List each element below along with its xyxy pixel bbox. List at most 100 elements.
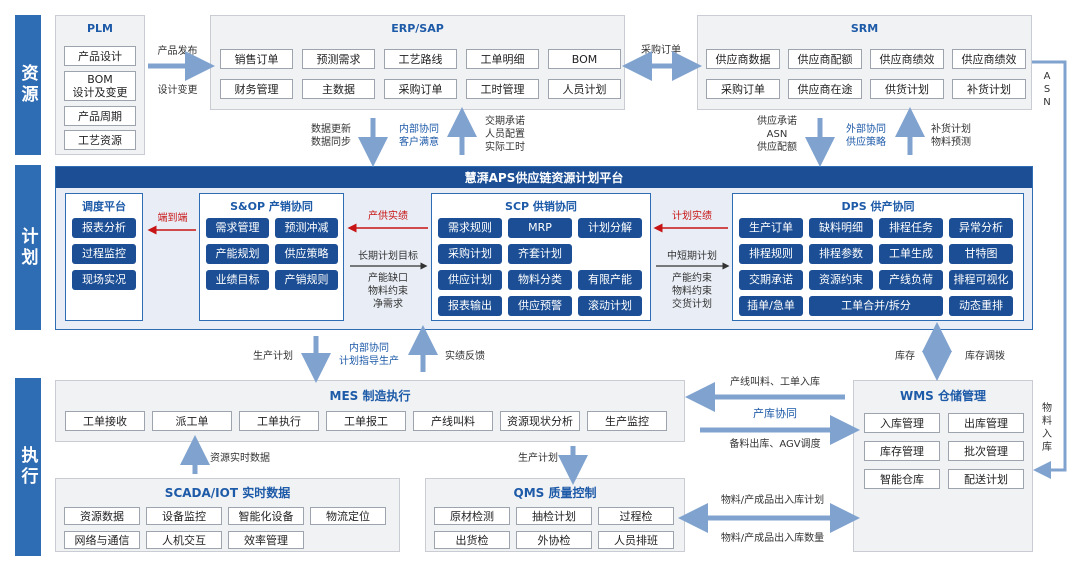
qms-item: 外协检	[516, 531, 592, 549]
label-plan-guides-production: 内部协同 计划指导生产	[339, 343, 399, 367]
label-plan-actuals: 计划实绩	[672, 211, 712, 222]
arrow-srm-wms-asn	[1032, 60, 1067, 479]
label-long-term-goal: 长期计划目标	[358, 251, 418, 262]
dispatch-item: 报表分析	[72, 218, 136, 238]
dps-item: 资源约束	[809, 270, 873, 290]
scp-item: MRP	[508, 218, 572, 238]
scada-item: 效率管理	[228, 531, 304, 549]
label-supply-commit: 供应承诺 ASN 供应配额	[757, 116, 797, 153]
plm-item: 工艺资源	[64, 130, 136, 150]
scp-item: 需求规则	[438, 218, 502, 238]
label-inout-plan: 物料/产成品出入库计划	[720, 495, 825, 506]
erp-item: 财务管理	[220, 79, 293, 99]
sop-title: S&OP 产销协同	[230, 200, 313, 213]
mes-item: 生产监控	[587, 411, 667, 431]
dps-panel: DPS 供产协同 生产订单缺料明细排程任务异常分析排程规则排程参数工单生成甘特图…	[732, 193, 1024, 321]
label-production-plan: 生产计划	[253, 351, 293, 362]
scp-item: 有限产能	[578, 270, 642, 290]
dispatch-item: 过程监控	[72, 244, 136, 264]
mes-item: 工单接收	[65, 411, 145, 431]
scp-item: 采购计划	[438, 244, 502, 264]
label-resource-realtime: 资源实时数据	[210, 453, 270, 464]
dps-item: 异常分析	[949, 218, 1013, 238]
sop-item: 需求管理	[206, 218, 269, 238]
erp-item: 预测需求	[302, 49, 375, 69]
wms-item: 配送计划	[948, 469, 1024, 489]
scada-item: 设备监控	[146, 507, 222, 525]
platform-title: 慧湃APS供应链资源计划平台	[56, 167, 1032, 188]
erp-item: 工时管理	[466, 79, 539, 99]
label-inout-quantity: 物料/产成品出入库数量	[720, 533, 825, 544]
erp-item: 工艺路线	[384, 49, 457, 69]
srm-item: 采购订单	[706, 79, 780, 99]
dps-item: 产线负荷	[879, 270, 943, 290]
scada-title: SCADA/IOT 实时数据	[164, 486, 291, 500]
plm-item: BOM 设计及变更	[64, 71, 136, 101]
mes-title: MES 制造执行	[329, 389, 411, 403]
plm-item: 产品设计	[64, 46, 136, 66]
label-production-warehouse-collab: 产库协同	[753, 407, 797, 420]
mes-panel: MES 制造执行 工单接收派工单工单执行工单报工产线叫料资源现状分析生产监控	[55, 380, 685, 442]
scp-item: 物料分类	[508, 270, 572, 290]
label-actual-feedback: 实绩反馈	[445, 351, 485, 362]
dps-item: 工单合并/拆分	[809, 296, 943, 316]
srm-item: 补货计划	[952, 79, 1026, 99]
label-internal-collab: 内部协同 客户满意	[399, 124, 439, 148]
qms-item: 抽检计划	[516, 507, 592, 525]
wms-panel: WMS 仓储管理 入库管理出库管理库存管理批次管理智能仓库配送计划	[853, 380, 1033, 552]
label-inventory-transfer: 库存调拨	[965, 351, 1005, 362]
dps-item: 生产订单	[739, 218, 803, 238]
dps-item: 甘特图	[949, 244, 1013, 264]
label-end-to-end: 端到端	[157, 213, 188, 224]
qms-item: 过程检	[598, 507, 674, 525]
label-external-collab: 外部协同 供应策略	[846, 124, 886, 148]
wms-item: 库存管理	[864, 441, 940, 461]
erp-item: 采购订单	[384, 79, 457, 99]
srm-title: SRM	[850, 22, 879, 35]
srm-item: 供应商绩效	[952, 49, 1026, 69]
scp-item: 齐套计划	[508, 244, 572, 264]
erp-item: 人员计划	[548, 79, 621, 99]
qms-panel: QMS 质量控制 原材检测抽检计划过程检出货检外协检人员排班	[425, 478, 685, 552]
scada-item: 物流定位	[310, 507, 386, 525]
dps-item: 排程任务	[879, 218, 943, 238]
srm-item: 供应商数据	[706, 49, 780, 69]
srm-item: 供应商绩效	[870, 49, 944, 69]
dps-item: 交期承诺	[739, 270, 803, 290]
dps-item: 排程规则	[739, 244, 803, 264]
dispatch-title: 调度平台	[82, 200, 126, 213]
label-delivery-commit: 交期承诺 人员配置 实际工时	[485, 116, 525, 153]
label-data-sync: 数据更新 数据同步	[311, 124, 351, 148]
label-capacity-constraint: 产能约束 物料约束 交货计划	[672, 273, 712, 310]
scp-item: 计划分解	[578, 218, 642, 238]
srm-item: 供货计划	[870, 79, 944, 99]
sop-item: 预测冲减	[275, 218, 338, 238]
mes-item: 派工单	[152, 411, 232, 431]
scp-item: 报表输出	[438, 296, 502, 316]
label-short-term-plan: 中短期计划	[667, 251, 717, 262]
qms-item: 原材检测	[434, 507, 510, 525]
label-replenish-plan: 补货计划 物料预测	[931, 124, 971, 148]
label-purchase-order: 采购订单	[641, 45, 681, 56]
side-label-resource: 资源	[15, 15, 41, 155]
dps-item: 缺料明细	[809, 218, 873, 238]
dps-item: 排程可视化	[949, 270, 1013, 290]
wms-item: 入库管理	[864, 413, 940, 433]
scp-item: 滚动计划	[578, 296, 642, 316]
label-asn-vertical: A S N	[1043, 71, 1051, 108]
scada-item: 网络与通信	[64, 531, 140, 549]
label-product-release: 产品发布	[157, 46, 198, 57]
sop-panel: S&OP 产销协同 需求管理预测冲减产能规划供应策略业绩目标产销规则	[199, 193, 344, 321]
dps-item: 动态重排	[949, 296, 1013, 316]
sop-item: 供应策略	[275, 244, 338, 264]
erp-item: BOM	[548, 49, 621, 69]
sop-item: 产能规划	[206, 244, 269, 264]
label-inventory: 库存	[895, 351, 915, 362]
wms-item: 批次管理	[948, 441, 1024, 461]
plm-panel: PLM 产品设计 BOM 设计及变更 产品周期 工艺资源	[55, 15, 145, 155]
label-capacity-gap: 产能缺口 物料约束 净需求	[368, 273, 408, 310]
wms-item: 出库管理	[948, 413, 1024, 433]
